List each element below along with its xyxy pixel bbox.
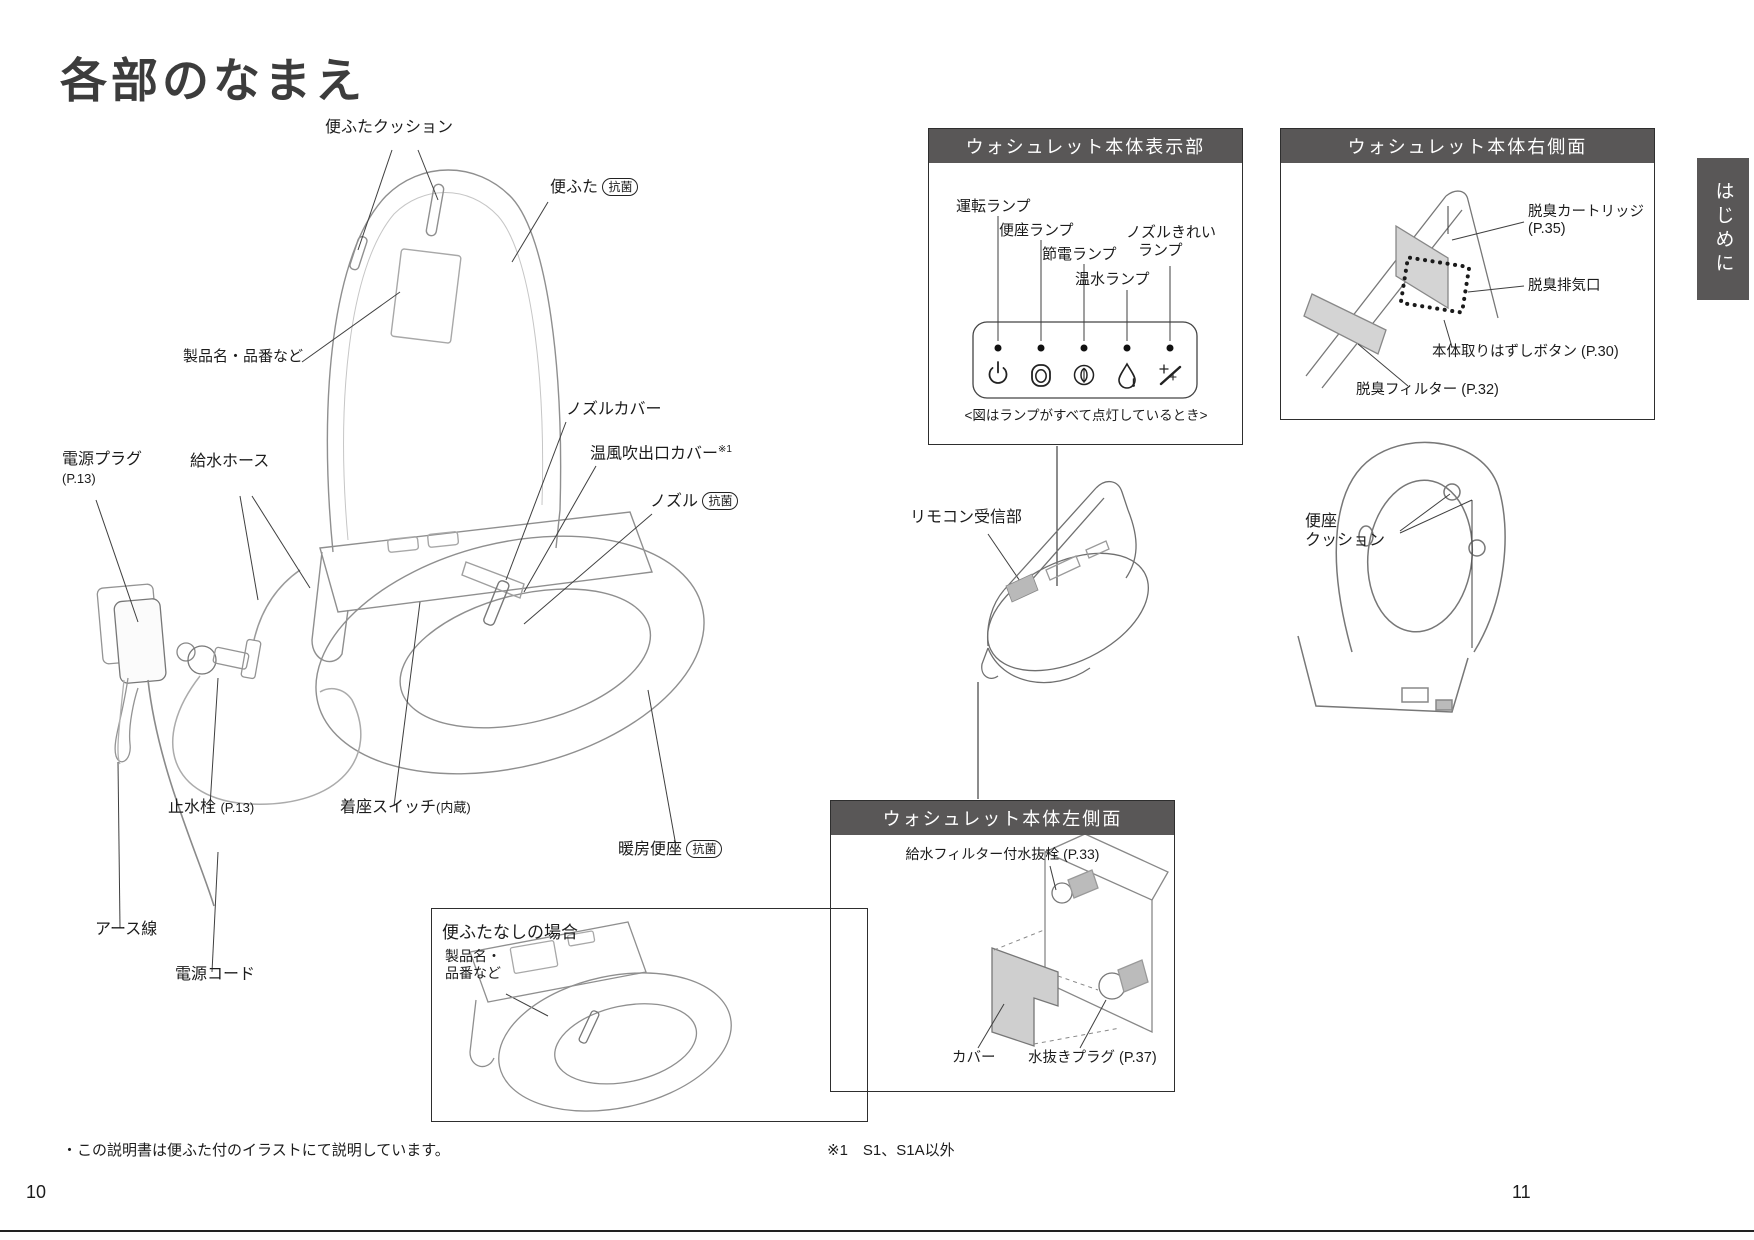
- plug-hose-illustration: [96, 569, 362, 907]
- footer-note: ・この説明書は便ふた付のイラストにて説明しています。: [62, 1142, 450, 1159]
- right-side-illustration: [1303, 190, 1499, 389]
- remote-washlet-illustration: [981, 481, 1149, 684]
- power-icon: [988, 361, 1008, 384]
- label-lamp-operation: 運転ランプ: [956, 198, 1031, 215]
- right-side-leaders: [1357, 221, 1525, 387]
- label-water-hose: 給水ホース: [190, 453, 270, 470]
- label-deodorant-exhaust: 脱臭排気口: [1528, 278, 1601, 294]
- label-water-drain-valve: 給水フィルター付水抜栓 (P.33): [905, 846, 1100, 862]
- page-title: 各部のなまえ: [60, 54, 366, 107]
- display-box-caption: <図はランプがすべて点灯しているとき>: [964, 408, 1208, 423]
- section-tab: はじめに: [1697, 158, 1749, 300]
- no-lid-box-title: 便ふたなしの場合: [442, 923, 578, 942]
- label-heated-seat: 暖房便座 抗菌: [618, 840, 723, 859]
- label-lamp-warm-water: 温水ランプ: [1075, 271, 1150, 288]
- right-side-box-title: ウォシュレット本体右側面: [1281, 129, 1654, 163]
- warm-water-icon: [1118, 362, 1136, 389]
- display-box: ウォシュレット本体表示部: [928, 128, 1243, 445]
- no-lid-product-label: 製品名・ 品番など: [445, 948, 501, 981]
- label-power-cord: 電源コード: [175, 966, 256, 983]
- display-panel: [972, 321, 1198, 399]
- seat-lamp-icon: [1031, 364, 1051, 387]
- label-nozzle-cover: ノズルカバー: [566, 401, 662, 418]
- left-side-box: ウォシュレット本体左側面: [830, 800, 1175, 1092]
- antibacterial-badge: 抗菌: [602, 178, 639, 196]
- seat-cushion-illustration: [1297, 441, 1506, 713]
- page-number-right: 11: [1512, 1182, 1531, 1202]
- ref-mark: ※1: [718, 444, 732, 455]
- label-warm-air-cover: 温風吹出口カバー※1: [590, 444, 732, 463]
- label-deodorant-cartridge: 脱臭カートリッジ (P.35): [1528, 204, 1644, 238]
- label-seat-switch: 着座スイッチ(内蔵): [340, 799, 471, 816]
- page-number-left: 10: [26, 1182, 47, 1202]
- lamp-leader-lines: [997, 216, 1171, 341]
- label-remote-receiver: リモコン受信部: [910, 509, 1023, 526]
- footnote: ※1 S1、S1A以外: [827, 1142, 955, 1159]
- left-side-box-title: ウォシュレット本体左側面: [831, 801, 1174, 835]
- label-drain-plug: 水抜きプラグ (P.37): [1028, 1050, 1157, 1066]
- eco-leaf-icon: [1073, 364, 1095, 386]
- label-lid: 便ふた 抗菌: [550, 178, 639, 197]
- left-side-leaders: [977, 865, 1107, 1049]
- label-earth-wire: アース線: [95, 921, 158, 938]
- left-side-illustration: [991, 833, 1169, 1047]
- label-product-name: 製品名・品番など: [183, 348, 304, 365]
- label-power-plug: 電源プラグ (P.13): [62, 451, 143, 487]
- antibacterial-badge: 抗菌: [702, 492, 739, 510]
- no-lid-box: [431, 908, 868, 1122]
- antibacterial-badge: 抗菌: [686, 840, 723, 858]
- no-lid-illustration: [469, 921, 732, 1112]
- label-seat-cushion: 便座 クッション: [1305, 513, 1386, 550]
- nozzle-clean-icon: [1159, 364, 1182, 386]
- label-nozzle: ノズル 抗菌: [650, 492, 739, 511]
- display-box-title: ウォシュレット本体表示部: [929, 129, 1242, 163]
- label-deodorant-filter: 脱臭フィルター (P.32): [1356, 382, 1499, 398]
- label-lamp-energy-save: 節電ランプ: [1042, 246, 1117, 263]
- label-body-release-button: 本体取りはずしボタン (P.30): [1432, 344, 1619, 360]
- label-lamp-nozzle-clean: ノズルきれい ランプ: [1126, 224, 1217, 259]
- label-lid-cushion: 便ふたクッション: [325, 119, 454, 136]
- seat-cushion-leaders: [1399, 493, 1473, 648]
- main-washlet-illustration: [311, 169, 705, 775]
- lamp-dots: [994, 344, 1174, 352]
- label-shutoff-valve: 止水栓 (P.13): [168, 799, 255, 816]
- label-lamp-seat: 便座ランプ: [999, 222, 1074, 239]
- leader-lines-left: [95, 149, 677, 1017]
- right-side-box: ウォシュレット本体右側面: [1280, 128, 1655, 420]
- label-cover: カバー: [952, 1050, 996, 1066]
- bottom-rule: [0, 1230, 1754, 1232]
